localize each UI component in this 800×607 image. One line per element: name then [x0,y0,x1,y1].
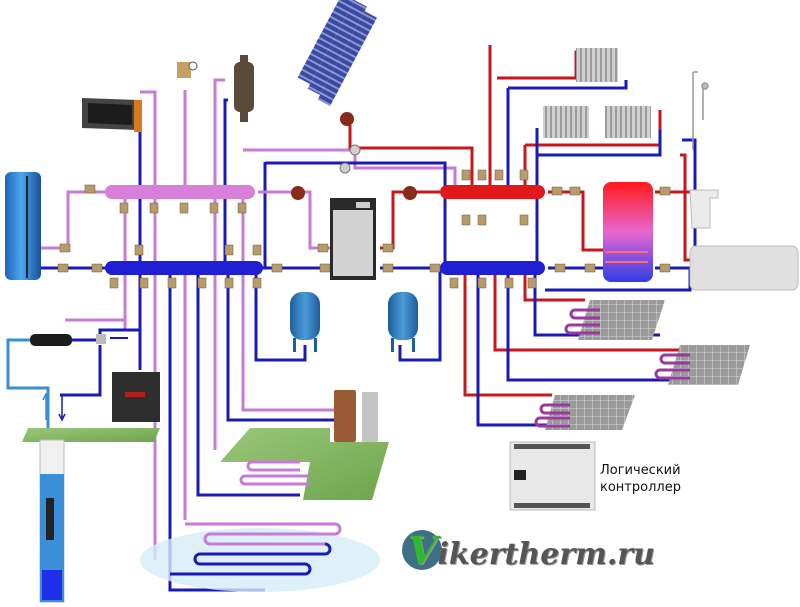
plate-exchanger [30,334,72,346]
ground-loop-slab [220,428,389,500]
pump-icons [291,112,417,200]
outdoor-unit [112,372,160,422]
cold-manifold-left [105,261,263,275]
sink [689,189,719,229]
air-handler [82,98,142,132]
well [39,439,65,603]
logo-initial: V [408,528,438,573]
dhw-tank [603,182,653,282]
vertical-probe [334,390,378,442]
controller-label-line1: Логический [600,463,681,478]
radiator-top [576,48,618,82]
valves [57,169,671,289]
site-logo[interactable]: Vikertherm.ru [408,528,655,573]
three-way-valve [96,334,128,344]
ground-left [22,428,160,442]
storage-tank [5,172,41,280]
safety-group-left [177,61,198,78]
radiator-mid-right [605,106,651,138]
pipes-left [6,78,457,592]
expansion-vessel-1 [290,292,320,352]
hot-manifold [440,185,545,199]
logo-text: ikertherm.ru [437,537,655,572]
arrow-down-icon [58,396,66,422]
logo-globe [402,530,442,570]
shower [692,71,709,150]
expansion-vessel-2 [388,292,418,352]
radiator-mid-left [543,106,589,138]
arrow-up-icon [42,392,50,420]
heat-pump [330,198,376,280]
bathtub [689,245,799,291]
logic-controller [509,441,596,511]
return-manifold [440,261,545,275]
controller-label-line2: контроллер [600,480,681,495]
glycol-manifold [105,185,255,199]
controller-label: Логический контроллер [600,462,681,496]
solar-collector [297,0,378,107]
dirt-separator [234,55,254,122]
water-loop [140,522,380,592]
